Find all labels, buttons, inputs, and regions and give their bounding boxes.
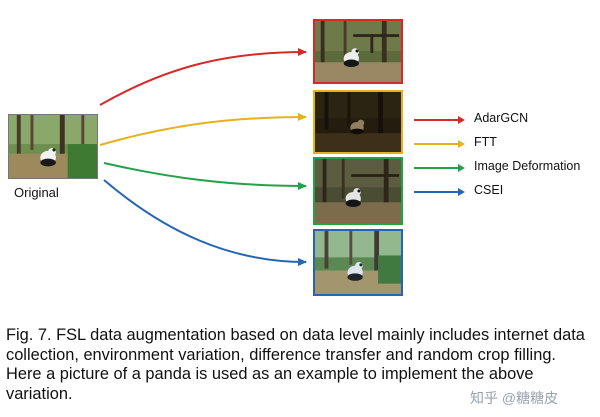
adargcn-panda-photo bbox=[313, 19, 403, 84]
arrow-csei bbox=[103, 179, 307, 266]
legend-arrowhead-ftt bbox=[458, 140, 465, 148]
method-legend: AdarGCN FTT Image Deformation CSEI bbox=[410, 110, 600, 206]
legend-item-adargcn: AdarGCN bbox=[410, 110, 600, 134]
legend-item-ftt: FTT bbox=[410, 134, 600, 158]
legend-label-adargcn: AdarGCN bbox=[474, 111, 529, 125]
legend-arrowhead-csei bbox=[458, 188, 465, 196]
legend-arrowhead-adargcn bbox=[458, 116, 465, 124]
legend-label-ftt: FTT bbox=[474, 135, 497, 149]
arrow-adargcn bbox=[99, 48, 307, 106]
watermark: 知乎 @糖糖皮 bbox=[470, 390, 559, 406]
ftt-panda-photo bbox=[313, 90, 403, 154]
augmentation-arrows bbox=[99, 48, 307, 266]
arrow-ftt bbox=[99, 113, 307, 146]
csei-panda-photo bbox=[313, 229, 403, 296]
augmentation-figure: Original bbox=[8, 19, 600, 296]
legend-label-image-deformation: Image Deformation bbox=[474, 159, 581, 173]
arrow-image-deformation bbox=[103, 162, 307, 190]
original-label: Original bbox=[14, 185, 59, 200]
original-panda-photo bbox=[8, 114, 98, 179]
legend-item-csei: CSEI bbox=[410, 182, 600, 206]
legend-line-adargcn bbox=[414, 119, 458, 121]
figure-caption: Fig. 7. FSL data augmentation based on d… bbox=[6, 326, 585, 403]
legend-item-image-deformation: Image Deformation bbox=[410, 158, 600, 182]
legend-arrowhead-image-deformation bbox=[458, 164, 465, 172]
legend-line-image-deformation bbox=[414, 167, 458, 169]
legend-line-csei bbox=[414, 191, 458, 193]
legend-line-ftt bbox=[414, 143, 458, 145]
image-deformation-panda-photo bbox=[313, 157, 403, 225]
legend-label-csei: CSEI bbox=[474, 183, 504, 197]
